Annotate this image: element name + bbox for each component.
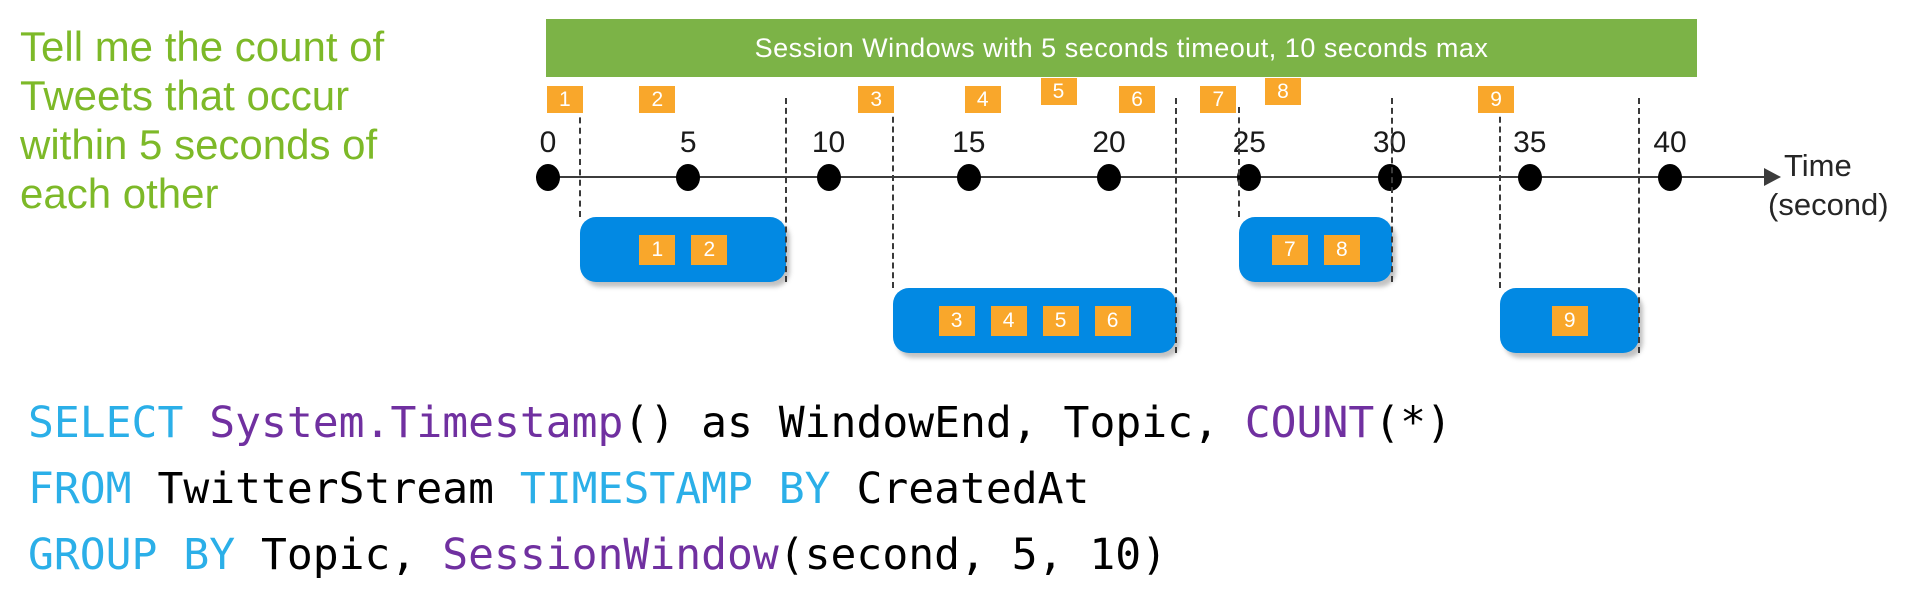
timeline-dot — [1097, 164, 1121, 191]
event-chip: 4 — [990, 305, 1027, 336]
tick-label: 20 — [1092, 126, 1126, 159]
timeline-dot — [1237, 164, 1262, 191]
prompt-line: Tell me the count of — [20, 23, 385, 70]
code-token: SELECT — [28, 398, 184, 448]
time-axis-label-line1: Time — [1784, 148, 1852, 183]
code-token: SessionWindow — [442, 530, 779, 580]
event-marker: 3 — [858, 86, 895, 113]
code-token — [183, 398, 209, 448]
tick-label: 40 — [1653, 126, 1687, 159]
timeline-dot — [676, 164, 701, 191]
tick-label: 10 — [811, 126, 846, 159]
code-token: TIMESTAMP BY — [519, 464, 831, 514]
code-token: TwitterStream — [131, 464, 520, 514]
tick-label: 35 — [1513, 126, 1547, 159]
window-start-boundary — [579, 107, 582, 217]
timeline-dot — [1517, 164, 1542, 191]
event-marker: 1 — [546, 86, 583, 113]
tick-label: 25 — [1232, 126, 1266, 159]
axis-arrow-icon — [1764, 168, 1781, 186]
code-token: (*) — [1374, 398, 1452, 448]
tick-label: 30 — [1372, 126, 1407, 159]
prompt-line: Tweets that occur — [20, 72, 350, 119]
event-marker: 2 — [639, 86, 676, 113]
timeline-dot — [816, 164, 841, 191]
event-chip: 1 — [639, 234, 676, 265]
timeline-dot — [1658, 164, 1682, 191]
session-windows-banner: Session Windows with 5 seconds timeout, … — [546, 19, 1697, 77]
window-start-boundary — [1238, 107, 1241, 217]
code-token: FROM — [28, 464, 132, 514]
window-end-boundary — [1638, 98, 1641, 353]
timeline-dot — [956, 164, 981, 191]
code-block: SELECT System.Timestamp() as WindowEnd, … — [28, 390, 1452, 588]
time-axis — [536, 176, 1768, 178]
event-marker: 8 — [1264, 78, 1301, 105]
event-chip: 2 — [691, 234, 728, 265]
time-axis-label-line2: (second) — [1768, 187, 1889, 222]
code-line: FROM TwitterStream TIMESTAMP BY CreatedA… — [28, 456, 1452, 522]
prompt-line: each other — [20, 170, 219, 217]
banner-label: Session Windows with 5 seconds timeout, … — [754, 32, 1489, 63]
session-window-4: 9 — [1500, 288, 1640, 353]
event-marker: 7 — [1200, 86, 1237, 113]
time-axis-label: Time (second) — [1768, 146, 1889, 224]
timeline-dot — [536, 164, 560, 191]
event-marker: 9 — [1478, 86, 1515, 113]
event-chip: 8 — [1323, 234, 1360, 265]
code-token: () as WindowEnd, Topic, — [623, 398, 1245, 448]
event-marker: 6 — [1119, 86, 1156, 113]
event-chip: 5 — [1042, 305, 1079, 336]
event-chip: 3 — [938, 305, 975, 336]
tick-label: 0 — [539, 126, 557, 159]
event-chip: 7 — [1271, 234, 1308, 265]
window-end-boundary — [785, 98, 788, 282]
code-token: COUNT — [1244, 398, 1375, 448]
event-chip: 9 — [1551, 305, 1588, 336]
tick-label: 5 — [679, 126, 697, 159]
prompt-line: within 5 seconds of — [20, 121, 378, 168]
code-token: (second, 5, 10) — [778, 530, 1168, 580]
code-line: SELECT System.Timestamp() as WindowEnd, … — [28, 390, 1452, 456]
event-chip: 6 — [1094, 305, 1131, 336]
event-marker: 4 — [964, 86, 1001, 113]
code-token: GROUP BY — [28, 530, 236, 580]
code-token: Topic, — [235, 530, 443, 580]
window-end-boundary — [1175, 98, 1178, 353]
window-end-boundary — [1391, 98, 1394, 282]
code-line: GROUP BY Topic, SessionWindow(second, 5,… — [28, 522, 1452, 588]
timeline-dot — [1377, 164, 1402, 191]
code-token: CreatedAt — [830, 464, 1090, 514]
window-start-boundary — [1499, 107, 1502, 288]
code-token: System.Timestamp — [209, 398, 624, 448]
window-start-boundary — [892, 107, 894, 288]
event-marker: 5 — [1040, 78, 1077, 105]
tick-label: 15 — [952, 126, 986, 159]
